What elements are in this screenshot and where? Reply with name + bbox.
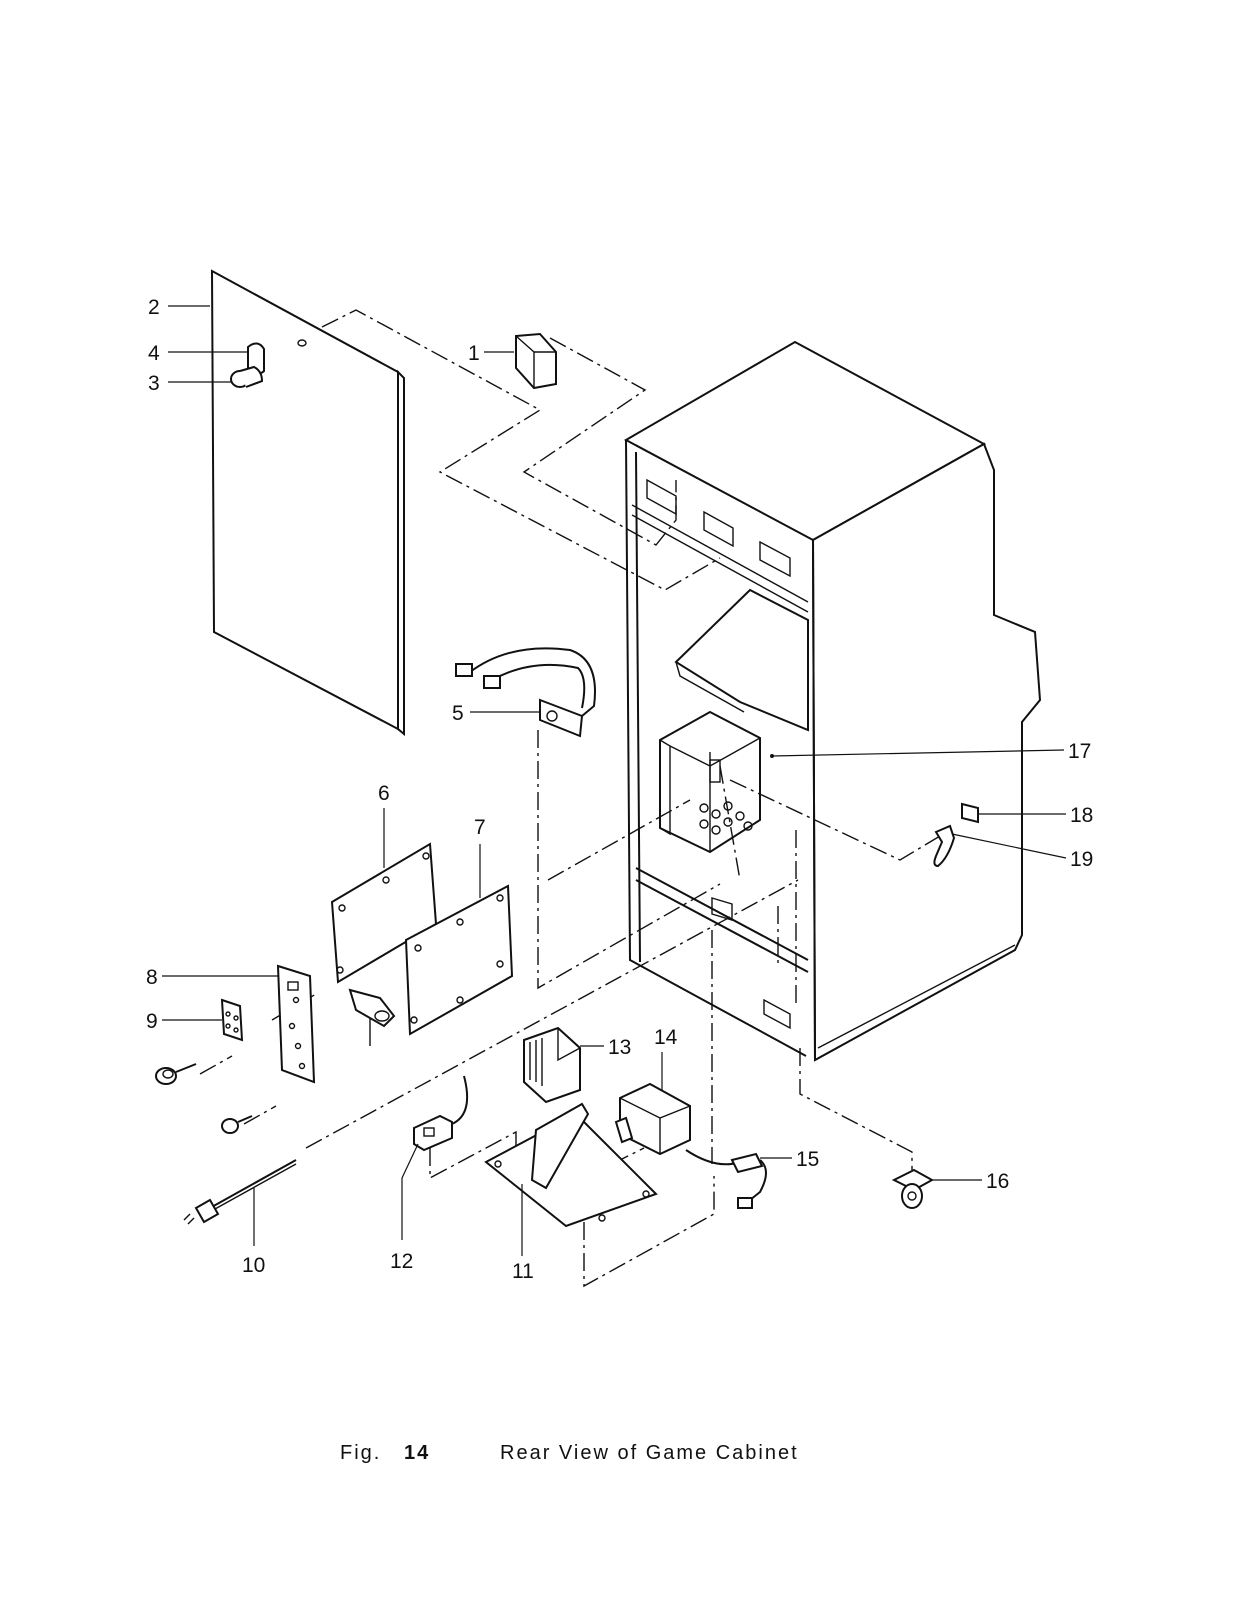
part-caster [891, 1168, 935, 1209]
part-connector-bracket [348, 988, 396, 1046]
callout-4: 4 [148, 342, 160, 365]
part-small-plate [220, 998, 244, 1042]
part-base-plate [484, 1102, 658, 1228]
callout-12: 12 [390, 1250, 413, 1273]
callout-9: 9 [146, 1010, 158, 1033]
callout-15: 15 [796, 1148, 819, 1171]
part-hook [933, 824, 956, 868]
rear-door-panel [210, 269, 405, 737]
callout-16: 16 [986, 1170, 1009, 1193]
part-heat-sink [523, 1026, 581, 1104]
part-pcb-board-7 [404, 884, 514, 1036]
callout-2: 2 [148, 296, 160, 319]
part-power-cord [183, 1159, 297, 1225]
electronics-rack [659, 710, 761, 854]
callout-19: 19 [1070, 848, 1093, 871]
game-cabinet [623, 340, 1042, 1062]
figure-prefix: Fig. [340, 1442, 382, 1464]
callout-14: 14 [654, 1026, 678, 1049]
part-fuse-box [413, 1075, 468, 1152]
part-latch-bracket [961, 802, 979, 824]
callout-10: 10 [242, 1254, 265, 1277]
figure-title: Rear View of Game Cabinet [500, 1442, 799, 1464]
callout-5: 5 [452, 702, 464, 725]
callout-3: 3 [148, 372, 160, 395]
callout-numbers: 2 4 3 1 5 6 7 8 9 10 12 11 13 14 15 16 1… [146, 296, 1093, 1283]
part-wire-harness [685, 1149, 767, 1209]
callout-17: 17 [1068, 740, 1091, 763]
callout-13: 13 [608, 1036, 631, 1059]
part-mounting-plate [276, 964, 316, 1084]
callout-7: 7 [474, 816, 486, 839]
reference-dot [770, 754, 774, 758]
figure-number: 14 [404, 1442, 431, 1464]
figure-caption: Fig. 14 Rear View of Game Cabinet [340, 1442, 900, 1474]
leader-lines [162, 305, 1067, 1256]
lock-cylinder [230, 365, 264, 388]
callout-8: 8 [146, 966, 158, 989]
part-screw-large [155, 1063, 197, 1085]
part-transformer [614, 1082, 691, 1156]
part-bracket [515, 332, 557, 390]
callout-18: 18 [1070, 804, 1093, 827]
callout-11: 11 [512, 1260, 534, 1283]
callout-6: 6 [378, 782, 390, 805]
part-switch-harness [455, 647, 596, 738]
part-screw-small [221, 1115, 253, 1134]
callout-1: 1 [468, 342, 480, 365]
